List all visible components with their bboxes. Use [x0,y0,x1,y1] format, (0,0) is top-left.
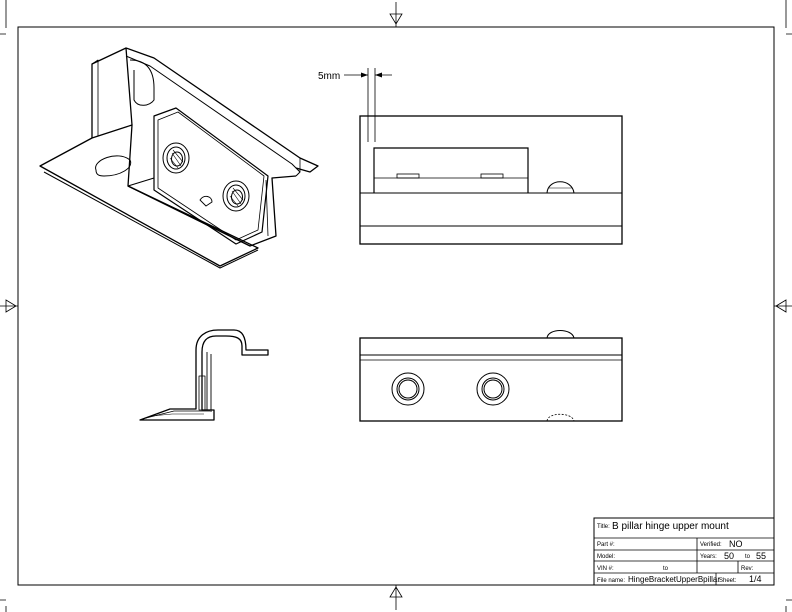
file-name-value: HingeBracketUpperBpillar [628,575,720,584]
vin-label: VIN #: [597,566,614,572]
title-block-frame [593,517,775,586]
rev-label: Rev: [741,566,754,572]
part-number-label: Part #: [597,542,615,548]
title-value: B pillar hinge upper mount [612,521,729,532]
side-profile-view [139,329,269,421]
sheet-value: 1/4 [749,574,762,584]
dimension-label: 5mm [318,71,340,82]
vin-to-label: to [663,566,669,572]
file-name-label: File name: [597,578,625,584]
isometric-view [39,47,319,269]
sheet-label: Sheet: [719,578,737,584]
dimension-5mm [344,68,392,142]
title-label: Title: [597,524,610,530]
model-label: Model: [597,554,615,560]
years-to: 55 [756,551,766,561]
verified-label: Verified: [700,542,722,548]
years-to-label: to [745,554,751,560]
verified-value: NO [729,539,743,549]
front-view [359,115,623,245]
years-from: 50 [724,551,734,561]
years-label: Years: [700,554,717,560]
top-view [359,330,623,422]
